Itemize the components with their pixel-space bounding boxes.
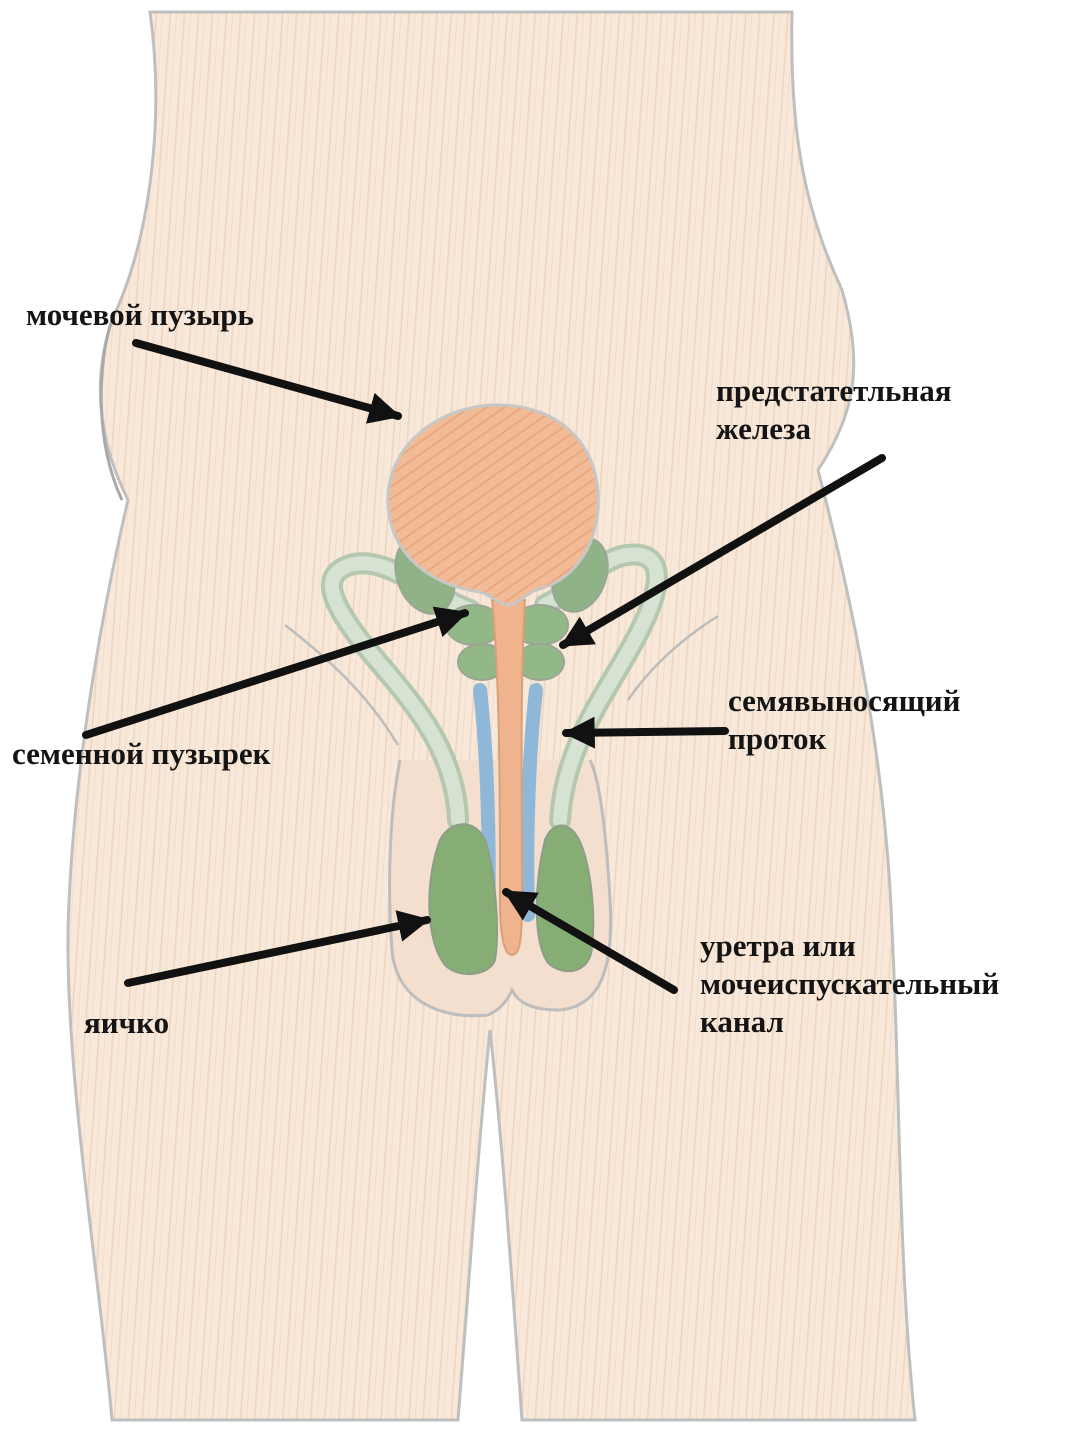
testis-left [429,824,497,974]
label-testis-text: яичко [84,1004,169,1042]
label-vas-deferens-line-2: проток [728,720,961,758]
label-testis: яичко [84,1004,169,1042]
label-prostate-line-1: предстатетльная [716,372,952,410]
label-urethra-line-2: мочеиспускательный [700,965,999,1003]
label-prostate-line-2: железа [716,410,952,448]
label-urethra-line-3: канал [700,1003,999,1041]
label-seminal-vesicle-text: семенной пузырек [12,735,271,773]
label-bladder-text: мочевой пузырь [26,296,254,334]
arrow-vas-deferens [566,731,725,733]
label-bladder: мочевой пузырь [26,296,254,334]
label-urethra-line-1: уретра или [700,927,999,965]
label-vas-deferens: семявыносящий проток [728,682,961,758]
label-prostate: предстатетльная железа [716,372,952,448]
label-vas-deferens-line-1: семявыносящий [728,682,961,720]
label-urethra: уретра или мочеиспускательный канал [700,927,999,1041]
label-seminal-vesicle: семенной пузырек [12,735,271,773]
